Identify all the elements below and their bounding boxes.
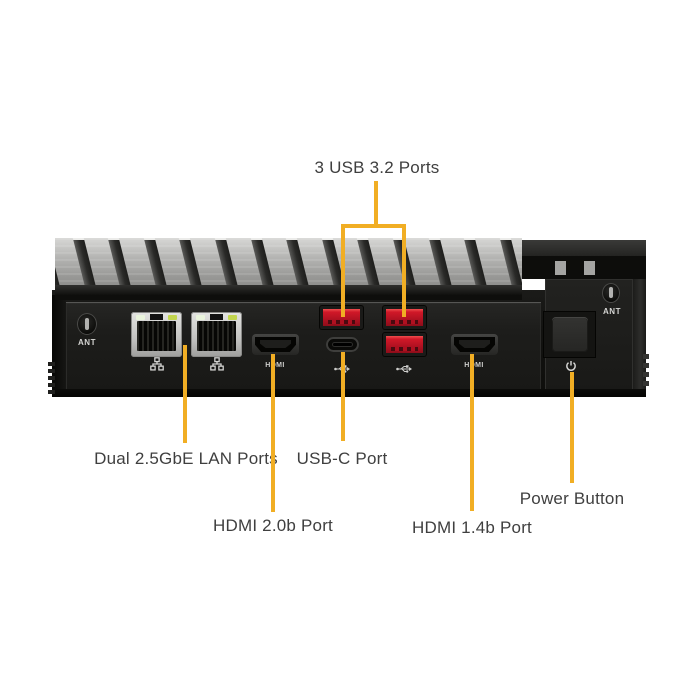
left-edge-ridge: [48, 383, 55, 387]
left-edge-ridge: [48, 362, 55, 366]
usb-red-tongue: [386, 309, 423, 326]
left-edge-ridge: [48, 376, 55, 380]
usb-pins: [328, 320, 355, 324]
antenna-hole-left: [77, 313, 97, 335]
network-icon: [210, 357, 224, 376]
top-right-block-top-face: [522, 240, 646, 256]
heatsink-fin: [463, 238, 488, 287]
lan-led-icon: [228, 315, 237, 320]
ant-right-label: ANT: [603, 307, 621, 316]
power-button: [543, 311, 596, 358]
lan-port-opening: [137, 321, 176, 351]
callout-line-lan: [183, 345, 187, 443]
antenna-slot: [609, 287, 613, 298]
heatsink-base: [55, 285, 522, 300]
power-button-cap: [552, 317, 588, 352]
chassis-right-side: [633, 278, 646, 390]
lan-led-icon: [196, 315, 205, 320]
label-hdmi14-port: HDMI 1.4b Port: [412, 518, 532, 537]
network-icon: [150, 357, 164, 376]
lan-port-1: [131, 312, 182, 357]
usb-icon: [396, 361, 413, 379]
usb-pins: [391, 347, 418, 351]
right-edge-ridge: [643, 381, 649, 386]
label-usbc-port: USB-C Port: [296, 449, 388, 468]
left-edge-ridge: [48, 369, 55, 373]
block-vent-slot: [584, 261, 595, 275]
callout-line-hdmi14: [470, 354, 474, 511]
lan-port-notch: [150, 314, 163, 320]
top-right-block: [522, 240, 646, 279]
usb-pins: [391, 320, 418, 324]
block-vent-slot: [555, 261, 566, 275]
lan-port-opening: [197, 321, 236, 351]
heatsink-fins: [55, 238, 522, 300]
usb-3-2-port-1: [320, 306, 363, 329]
antenna-hole-right: [602, 283, 620, 303]
hdmi-left-label: HDMI: [265, 362, 285, 369]
usb-red-tongue: [323, 309, 360, 326]
callout-line-usb3-stem: [374, 181, 378, 226]
label-usb3-ports: 3 USB 3.2 Ports: [314, 158, 440, 177]
label-power-button: Power Button: [519, 489, 625, 508]
chassis-left-side: [52, 295, 66, 390]
hdmi-right-label: HDMI: [464, 362, 484, 369]
heatsink-fin: [214, 238, 238, 287]
lan-port-2: [191, 312, 242, 357]
callout-line-usbc: [341, 352, 345, 441]
heatsink-fin: [107, 238, 132, 287]
heatsink-fin: [357, 238, 381, 287]
left-edge-ridge: [48, 390, 55, 394]
lan-port-notch: [210, 314, 223, 320]
hdmi-port-2-0b: [252, 334, 299, 355]
callout-line-usb3-bracket: [341, 224, 406, 228]
ant-left-label: ANT: [78, 338, 96, 347]
heatsink-fin: [428, 238, 452, 287]
heatsink-fin: [55, 238, 60, 287]
callout-line-power: [570, 372, 574, 483]
heatsink-fin: [179, 238, 203, 287]
power-icon: [565, 360, 578, 378]
lan-led-icon: [136, 315, 145, 320]
right-edge-ridge: [643, 354, 649, 359]
label-hdmi20-port: HDMI 2.0b Port: [213, 516, 333, 535]
hdmi-connector-lip: [459, 340, 490, 348]
antenna-slot: [85, 318, 89, 330]
heatsink-fin: [250, 238, 274, 287]
lan-led-icon: [168, 315, 177, 320]
hdmi-port-1-4b: [451, 334, 498, 355]
usb-red-tongue: [386, 336, 423, 353]
callout-line-hdmi20: [271, 354, 275, 512]
right-edge-ridge: [643, 363, 649, 368]
heatsink-fin: [72, 238, 96, 287]
label-lan-ports: Dual 2.5GbE LAN Ports: [94, 449, 278, 468]
usb-c-slot: [332, 342, 353, 347]
right-edge-ridge: [643, 372, 649, 377]
callout-line-usb3-right-leg: [402, 224, 406, 317]
heatsink-fin: [143, 238, 167, 287]
hdmi-connector-lip: [260, 340, 291, 348]
usb-3-2-port-2: [383, 306, 426, 329]
callout-line-usb3-left-leg: [341, 224, 345, 317]
heatsink-fin: [499, 238, 522, 287]
chassis-bottom-lip: [52, 389, 646, 397]
heatsink-fin: [285, 238, 310, 287]
usb-3-2-port-3: [383, 333, 426, 356]
usb-c-port: [326, 337, 359, 352]
